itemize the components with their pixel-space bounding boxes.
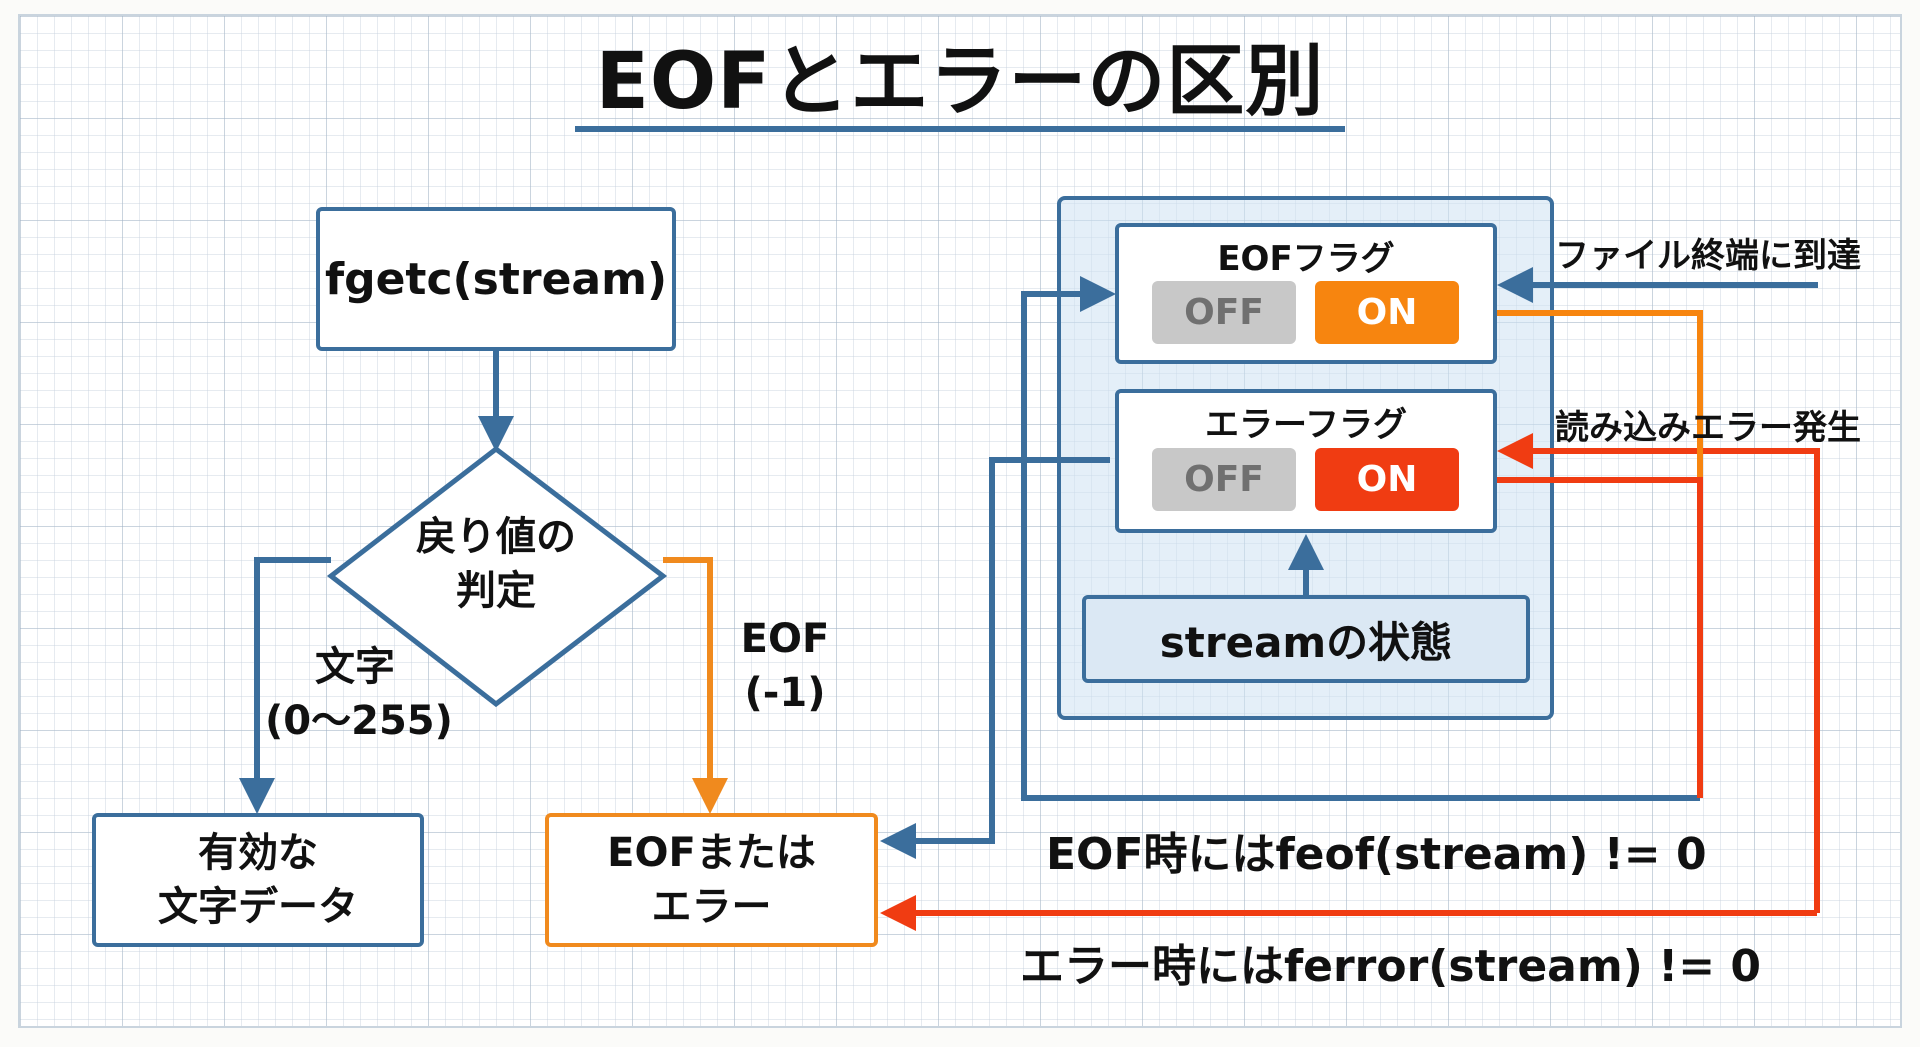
line-error-on	[1459, 477, 1703, 798]
decision-diamond	[326, 445, 668, 708]
eof-flag-off: OFF	[1152, 281, 1296, 344]
eof-flag-title: EOFフラグ	[1217, 239, 1395, 279]
feof-check-label: EOF時にはfeof(stream) != 0	[1046, 829, 1707, 880]
error-flag-title: エラーフラグ	[1205, 405, 1407, 445]
error-flag-off: OFF	[1152, 448, 1296, 511]
ferror-check-label: エラー時にはferror(stream) != 0	[1020, 941, 1762, 992]
branch-char-label: 文字 (0〜255)	[265, 644, 453, 744]
read-error-label: 読み込みエラー発生	[1555, 408, 1861, 448]
error-flag-on: ON	[1315, 448, 1459, 511]
branch-eof-label: EOF (-1)	[740, 616, 830, 716]
valid-char-box: 有効な 文字データ	[92, 813, 424, 947]
fgetc-box: fgetc(stream)	[316, 207, 676, 351]
decision-label: 戻り値の 判定	[416, 514, 576, 614]
file-end-label: ファイル終端に到達	[1555, 236, 1861, 276]
line-feof-check	[1021, 276, 1700, 801]
line-eof-on	[1459, 310, 1703, 480]
title-underline	[575, 126, 1345, 132]
eof-or-error-box: EOFまたは エラー	[545, 813, 878, 947]
page-title: EOFとエラーの区別	[595, 37, 1325, 127]
line-error-flag-link	[880, 457, 1110, 859]
error-flag-box: エラーフラグ OFF ON	[1115, 389, 1497, 533]
arrow-char-branch	[239, 557, 331, 814]
arrow-eof-branch	[663, 557, 728, 814]
eof-flag-on: ON	[1315, 281, 1459, 344]
eof-flag-box: EOFフラグ OFF ON	[1115, 223, 1497, 364]
arrow-read-error	[1497, 433, 1820, 913]
fgetc-label: fgetc(stream)	[324, 253, 668, 305]
stream-state-box: streamの状態	[1082, 595, 1530, 683]
